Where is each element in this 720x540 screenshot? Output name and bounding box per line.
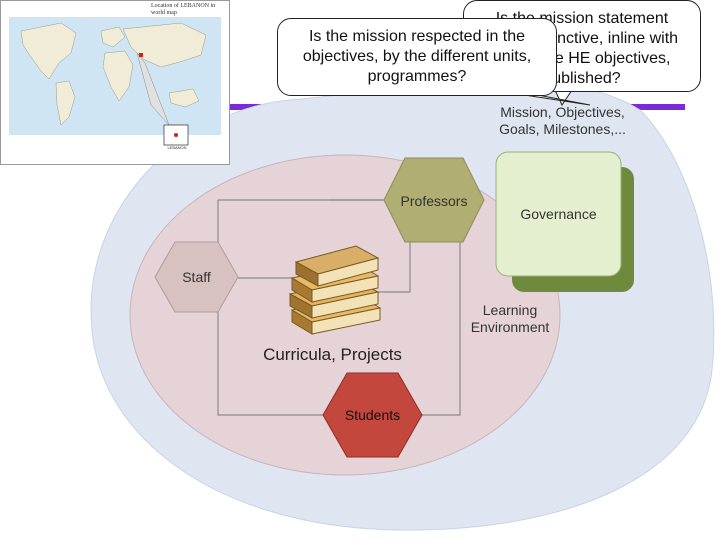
professors-label: Professors <box>400 193 468 209</box>
world-map-inset: Location of LEBANON in world map LEBANON <box>0 0 230 165</box>
map-inset-label: LEBANON <box>167 145 187 150</box>
lebanon-marker <box>174 133 178 137</box>
staff-label: Staff <box>182 269 211 285</box>
governance-label: Governance <box>520 206 597 222</box>
map-caption: Location of LEBANON in world map <box>151 3 216 16</box>
world-map-icon <box>1 1 229 164</box>
mission-goals-label: Mission, Objectives, Goals, Milestones,.… <box>499 104 626 137</box>
learning-environment-label: Learning Environment <box>470 302 550 335</box>
governance-box <box>495 151 622 277</box>
callout-mission-respected: Is the mission respected in the objectiv… <box>277 18 557 96</box>
students-label: Students <box>344 407 401 423</box>
connector-lines <box>217 199 461 416</box>
professors-hexagon <box>383 157 485 243</box>
stack-of-books-icon <box>288 245 382 335</box>
staff-hexagon <box>154 241 239 313</box>
students-hexagon <box>322 372 423 458</box>
curricula-projects-label: Curricula, Projects <box>263 345 402 364</box>
